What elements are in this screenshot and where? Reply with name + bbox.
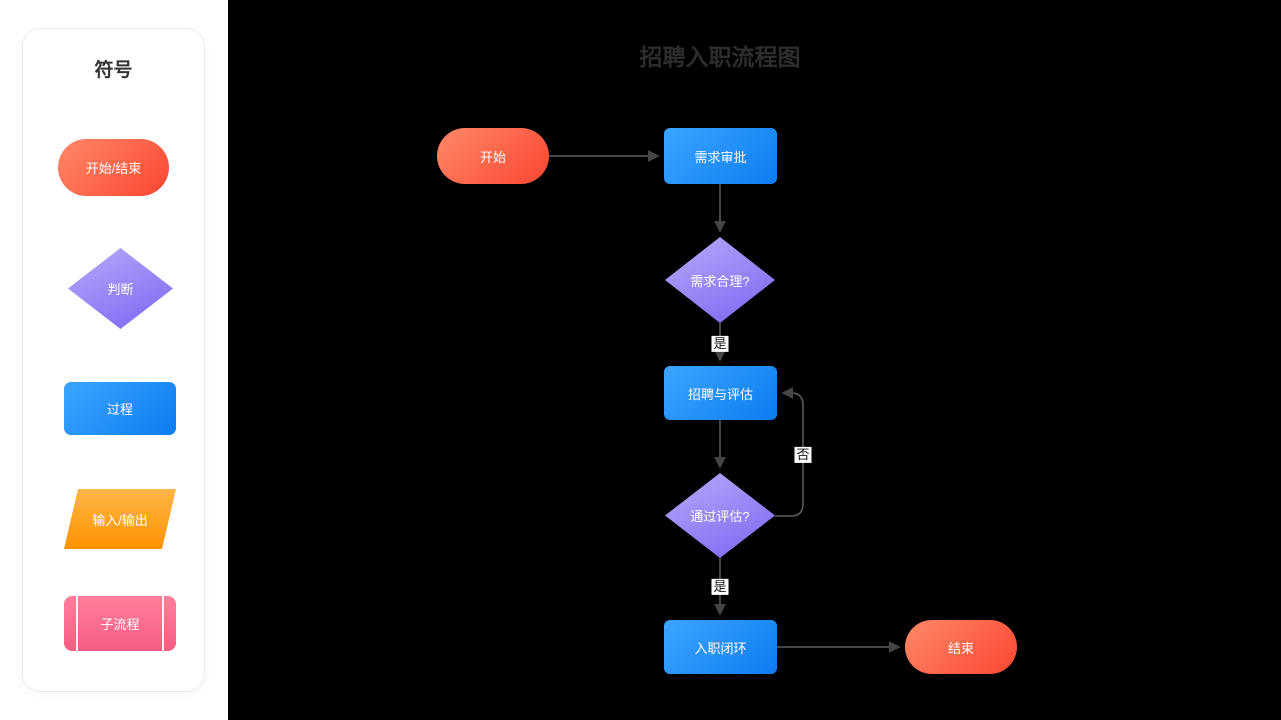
- node-label: 开始: [479, 149, 506, 165]
- palette-item-decision[interactable]: 判断: [68, 248, 173, 329]
- palette-item-io[interactable]: 输入/输出: [64, 489, 176, 549]
- node-label: 通过评估?: [690, 509, 750, 524]
- palette-item-process[interactable]: 过程: [64, 382, 176, 435]
- node-label: 需求审批: [694, 149, 747, 165]
- edge-label-no: 否: [794, 446, 812, 464]
- palette-item-label: 输入/输出: [92, 512, 148, 528]
- palette-item-label: 过程: [106, 402, 133, 417]
- node-label: 招聘与评估: [687, 386, 753, 402]
- edge-label-yes-2: 是: [711, 578, 729, 596]
- panel-title: 符号: [94, 60, 133, 81]
- edge-label-yes-1: 是: [711, 335, 729, 353]
- palette-item-subprocess[interactable]: 子流程: [64, 596, 176, 651]
- symbol-panel: 符号 开始/结束 判断 过程 输入/输出 子流程: [22, 28, 205, 692]
- node-onboard[interactable]: 入职闭环: [664, 620, 777, 674]
- palette-item-terminal[interactable]: 开始/结束: [58, 139, 169, 196]
- subprocess-bar: [76, 596, 78, 651]
- diagram-title: 招聘入职流程图: [639, 44, 801, 70]
- node-start[interactable]: 开始: [437, 128, 549, 184]
- node-label: 需求合理?: [690, 273, 750, 289]
- palette-item-label: 开始/结束: [85, 161, 142, 176]
- flowchart-canvas[interactable]: 招聘入职流程图 开始 需求审批 需求合理? 招聘与评估 通过评估? 入职闭环 结…: [228, 0, 1281, 720]
- node-recruit[interactable]: 招聘与评估: [664, 366, 777, 420]
- connector-layer: [549, 150, 901, 653]
- node-label: 结束: [947, 640, 974, 656]
- symbol-sidebar: 符号 开始/结束 判断 过程 输入/输出 子流程: [0, 0, 228, 720]
- node-label: 入职闭环: [694, 640, 747, 656]
- palette-item-label: 子流程: [100, 617, 140, 632]
- palette-item-label: 判断: [107, 282, 134, 297]
- node-end[interactable]: 结束: [905, 620, 1017, 674]
- subprocess-bar: [162, 596, 164, 651]
- node-approve[interactable]: 需求审批: [664, 128, 777, 184]
